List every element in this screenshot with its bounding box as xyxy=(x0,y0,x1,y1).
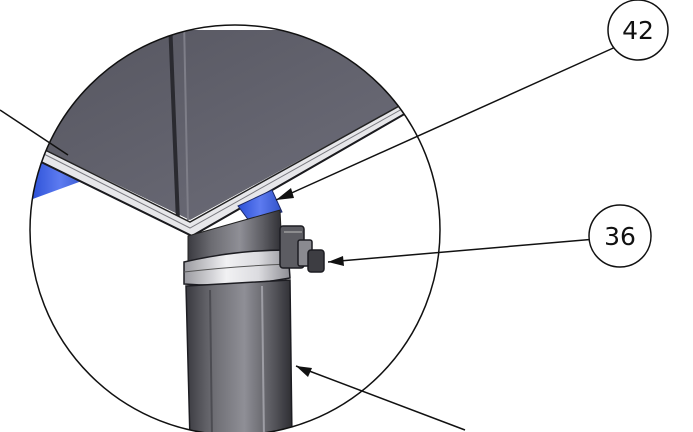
balloon-36 xyxy=(588,204,652,268)
leader-line-36 xyxy=(327,238,597,263)
leader-line-42 xyxy=(275,44,621,201)
leader-arrowheads xyxy=(276,188,344,377)
arrowhead-bottom xyxy=(296,366,312,377)
detail-circle xyxy=(29,24,441,432)
arrowhead-36 xyxy=(328,256,344,266)
leader-lines xyxy=(0,44,621,431)
callout-36: 36 xyxy=(588,204,652,268)
balloon-42-label: 42 xyxy=(622,16,654,45)
tabletop-panel xyxy=(35,30,410,220)
leader-line-left xyxy=(0,109,69,156)
tube xyxy=(185,279,293,432)
callout-42: 42 xyxy=(607,0,669,61)
clamp-bolt xyxy=(279,225,325,273)
arrowhead-42 xyxy=(276,188,294,200)
tabletop-seam xyxy=(168,25,180,223)
balloon-42 xyxy=(607,0,669,61)
balloon-36-label: 36 xyxy=(604,222,636,251)
leader-line-bottom xyxy=(295,365,466,431)
